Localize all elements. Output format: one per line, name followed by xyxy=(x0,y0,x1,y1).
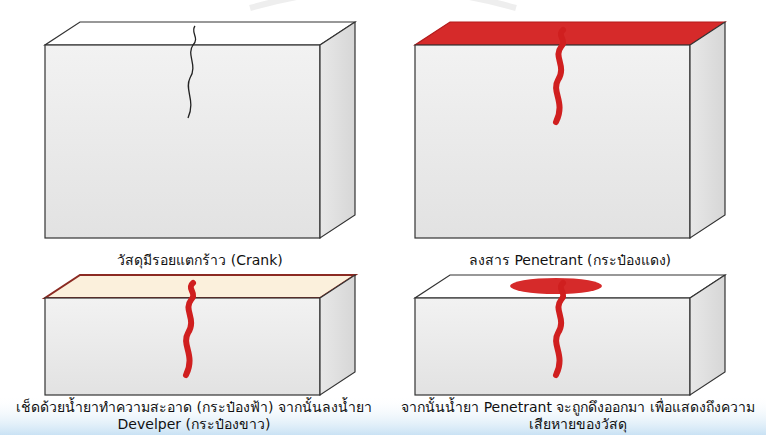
step-caption: วัสดุมีรอยแตกร้าว (Crank) xyxy=(20,252,380,269)
material-block xyxy=(415,22,725,238)
material-block xyxy=(45,22,355,238)
crack-line xyxy=(188,26,196,118)
penetrant-crack xyxy=(186,283,193,375)
watermark-arc xyxy=(250,0,516,8)
step-caption: ลงสาร Penetrant (กระป๋องแดง) xyxy=(390,252,750,269)
penetrant-bleed xyxy=(510,278,602,294)
step-caption: เช็ดด้วยน้ำยาทำความสะอาด (กระป๋องฟ้า) จา… xyxy=(8,399,380,433)
material-block xyxy=(415,275,725,395)
penetrant-crack xyxy=(556,30,563,122)
penetrant-crack xyxy=(556,283,563,375)
bottom-band xyxy=(0,395,766,435)
material-block xyxy=(45,275,355,395)
step-caption: จากนั้นน้ำยา Penetrant จะถูกดึงออกมา เพื… xyxy=(398,399,758,433)
